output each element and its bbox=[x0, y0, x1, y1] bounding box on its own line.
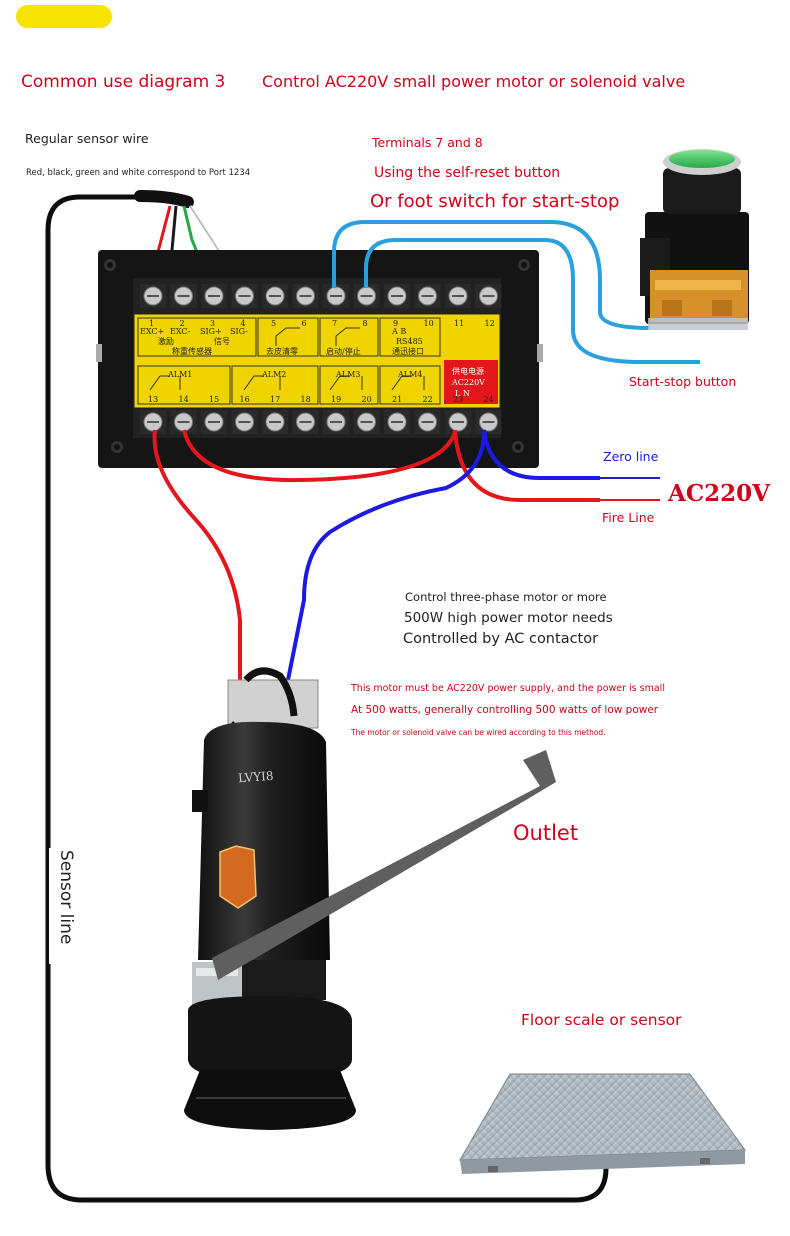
floor-scale-graphic bbox=[459, 1073, 746, 1174]
terminals-line-2: Using the self-reset button bbox=[374, 165, 561, 181]
cn-excitation: 激励 bbox=[158, 336, 174, 346]
start-stop-button-graphic bbox=[640, 149, 749, 330]
terminal-number-21: 21 bbox=[392, 395, 402, 404]
alarm-3: ALM3 bbox=[335, 370, 360, 379]
terminal-number-24: 24 bbox=[484, 395, 494, 404]
power-ac: AC220V bbox=[451, 378, 485, 387]
start-stop-label: Start-stop button bbox=[629, 374, 737, 389]
ac220v-label: AC220V bbox=[668, 480, 771, 507]
contactor-line-1: Control three-phase motor or more bbox=[405, 590, 607, 604]
terminal-number-4: 4 bbox=[241, 319, 246, 328]
rs485-cn: 通迅接口 bbox=[392, 346, 424, 356]
alarm-2: ALM2 bbox=[261, 370, 286, 379]
sensor-wire-note: Red, black, green and white correspond t… bbox=[26, 168, 251, 178]
yellow-highlight-pill bbox=[16, 5, 112, 28]
terminal-number-8: 8 bbox=[363, 319, 368, 328]
rs485-ab: A B bbox=[391, 327, 406, 336]
terminal-number-18: 18 bbox=[301, 395, 311, 404]
sensor-cable bbox=[45, 194, 609, 1203]
cn-start-stop: 启动/停止 bbox=[326, 346, 361, 356]
zero-line-wire bbox=[482, 429, 600, 480]
power-cn: 供电电源 bbox=[452, 366, 484, 376]
heading-left: Common use diagram 3 bbox=[21, 72, 226, 92]
terminal-number-23: 23 bbox=[453, 395, 463, 404]
alarm-4: ALM4 bbox=[397, 370, 422, 379]
terminal-number-16: 16 bbox=[240, 395, 250, 404]
rs485-label: RS485 bbox=[396, 337, 423, 346]
cn-tare-zero: 去皮清零 bbox=[266, 346, 298, 356]
terminal-number-15: 15 bbox=[209, 395, 219, 404]
terminal-number-19: 19 bbox=[331, 395, 341, 404]
zero-line-label: Zero line bbox=[603, 449, 659, 464]
terminal-number-2: 2 bbox=[180, 319, 185, 328]
submersible-pump bbox=[184, 667, 356, 1130]
power-ln: L N bbox=[455, 389, 470, 398]
pin-sig-minus: SIG- bbox=[230, 327, 248, 336]
terminal-number-10: 10 bbox=[424, 319, 434, 328]
fire-line-label: Fire Line bbox=[602, 510, 655, 525]
motor-blue-wire bbox=[286, 431, 486, 681]
sensor-wire-title: Regular sensor wire bbox=[25, 131, 149, 146]
contactor-line-2: 500W high power motor needs bbox=[404, 610, 613, 626]
terminal-number-6: 6 bbox=[302, 319, 307, 328]
cn-weighing-sensor: 称重传感器 bbox=[172, 346, 212, 356]
pin-exc-plus: EXC+ bbox=[140, 327, 164, 336]
terminal-number-14: 14 bbox=[179, 395, 189, 404]
contactor-line-3: Controlled by AC contactor bbox=[403, 631, 599, 647]
outlet-pipe bbox=[212, 750, 556, 980]
terminal-number-12: 12 bbox=[485, 319, 495, 328]
terminals-line-1: Terminals 7 and 8 bbox=[372, 135, 483, 150]
heading-right: Control AC220V small power motor or sole… bbox=[262, 72, 686, 91]
motor-note-2: At 500 watts, generally controlling 500 … bbox=[351, 704, 659, 716]
terminals-line-3: Or foot switch for start-stop bbox=[370, 191, 620, 212]
motor-note-1: This motor must be AC220V power supply, … bbox=[351, 683, 665, 694]
terminal-number-11: 11 bbox=[454, 319, 464, 328]
terminal-number-17: 17 bbox=[270, 395, 280, 404]
pump-brand: LVYI8 bbox=[237, 768, 274, 786]
red-bridge-wire bbox=[182, 429, 457, 483]
start-stop-wire-2 bbox=[364, 238, 700, 364]
cn-signal: 信号 bbox=[214, 336, 230, 346]
terminal-number-1: 1 bbox=[149, 319, 154, 328]
pin-sig-plus: SIG+ bbox=[200, 327, 222, 336]
motor-red-wire bbox=[152, 429, 242, 680]
outlet-label: Outlet bbox=[513, 821, 579, 845]
terminal-number-3: 3 bbox=[210, 319, 215, 328]
sensor-line-label-box: Sensor line bbox=[49, 848, 79, 964]
fire-line-wire bbox=[453, 429, 600, 502]
terminal-number-5: 5 bbox=[271, 319, 276, 328]
terminal-number-20: 20 bbox=[362, 395, 372, 404]
terminal-number-9: 9 bbox=[393, 319, 398, 328]
alarm-1: ALM1 bbox=[167, 370, 192, 379]
terminal-number-22: 22 bbox=[423, 395, 433, 404]
motor-note-3: The motor or solenoid valve can be wired… bbox=[351, 728, 606, 737]
terminal-number-7: 7 bbox=[332, 319, 337, 328]
floor-scale-label: Floor scale or sensor bbox=[521, 1011, 682, 1029]
start-stop-wire-1 bbox=[332, 220, 651, 330]
sensor-line-label: Sensor line bbox=[56, 850, 76, 945]
terminal-number-13: 13 bbox=[148, 395, 158, 404]
pin-exc-minus: EXC- bbox=[170, 327, 191, 336]
controller-box bbox=[96, 250, 543, 468]
